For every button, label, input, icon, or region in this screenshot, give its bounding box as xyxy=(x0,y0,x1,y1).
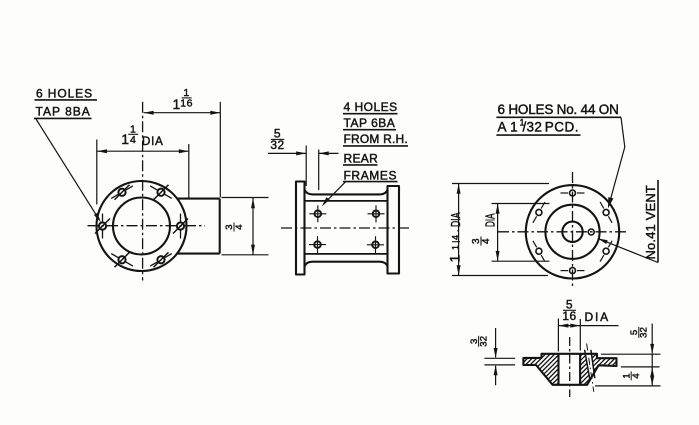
svg-text:1: 1 xyxy=(451,245,461,250)
svg-text:FRAMES: FRAMES xyxy=(344,168,398,182)
svg-text:4: 4 xyxy=(451,235,461,240)
svg-text:PCD.: PCD. xyxy=(545,120,579,135)
svg-text:4: 4 xyxy=(130,134,136,146)
svg-text:1: 1 xyxy=(121,131,129,147)
svg-text:DIA: DIA xyxy=(484,213,498,227)
svg-text:DIA: DIA xyxy=(585,310,610,324)
svg-text:1: 1 xyxy=(447,255,463,263)
svg-text:3: 3 xyxy=(471,238,482,244)
svg-text:1: 1 xyxy=(520,118,526,128)
svg-text:1: 1 xyxy=(183,87,189,99)
svg-text:TAP 8BA: TAP 8BA xyxy=(36,105,91,119)
svg-text:16: 16 xyxy=(562,309,576,323)
svg-text:REAR: REAR xyxy=(344,151,379,165)
svg-text:1: 1 xyxy=(621,373,632,378)
svg-text:6 HOLES No. 44 ON: 6 HOLES No. 44 ON xyxy=(498,102,619,117)
svg-text:32: 32 xyxy=(270,138,284,152)
svg-text:5: 5 xyxy=(274,127,281,141)
svg-text:16: 16 xyxy=(180,98,193,110)
svg-text:5: 5 xyxy=(629,330,640,335)
svg-text:32: 32 xyxy=(639,327,650,338)
svg-text:FROM R.H.: FROM R.H. xyxy=(344,132,408,146)
svg-text:.: . xyxy=(451,229,461,232)
svg-text:No.41 VENT: No.41 VENT xyxy=(643,185,658,259)
svg-text:4 HOLES: 4 HOLES xyxy=(344,100,398,114)
svg-text:3: 3 xyxy=(224,224,235,229)
svg-text:4: 4 xyxy=(631,373,642,378)
svg-text:A 1: A 1 xyxy=(498,120,518,135)
svg-text:/32: /32 xyxy=(523,120,543,135)
svg-text:DIA: DIA xyxy=(142,136,164,148)
svg-text:6 HOLES: 6 HOLES xyxy=(36,87,93,101)
svg-text:1: 1 xyxy=(130,124,136,136)
svg-text:4: 4 xyxy=(234,224,245,229)
svg-text:5: 5 xyxy=(566,298,573,312)
svg-text:1: 1 xyxy=(173,96,181,112)
svg-text:3: 3 xyxy=(469,339,480,344)
svg-text:32: 32 xyxy=(478,336,489,347)
svg-text:DIA: DIA xyxy=(449,212,463,227)
svg-text:TAP 6BA: TAP 6BA xyxy=(344,116,396,130)
svg-text:4: 4 xyxy=(481,238,492,244)
